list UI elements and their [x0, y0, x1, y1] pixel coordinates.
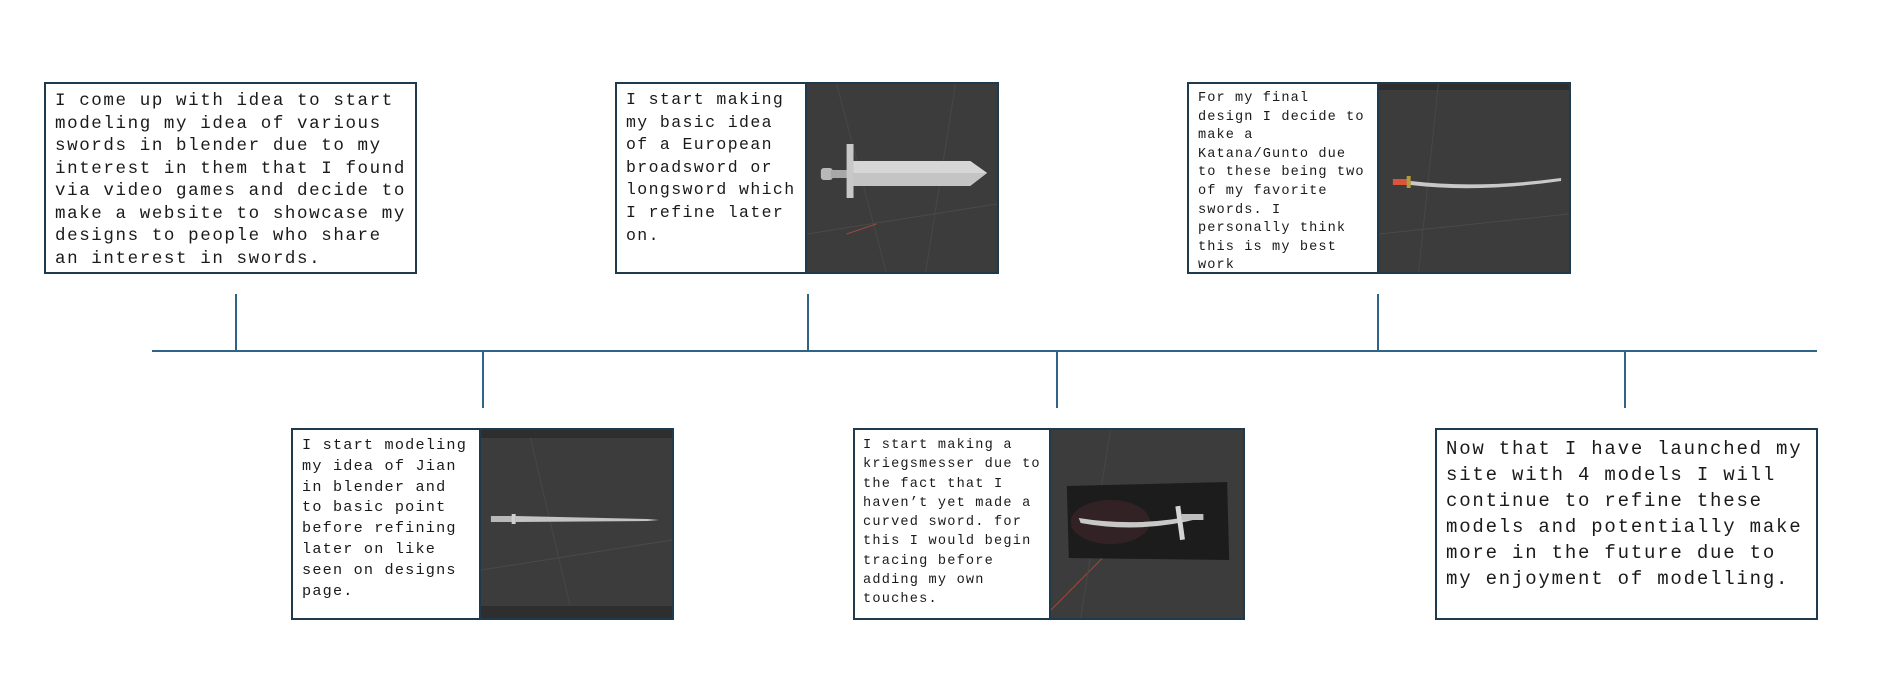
- timeline-event-broadsword: I start making my basic idea of a Europe…: [615, 82, 999, 274]
- kriegsmesser-render: [1049, 430, 1243, 618]
- katana-render: [1377, 84, 1569, 272]
- timeline-tick-5: [1377, 294, 1379, 351]
- timeline-event-idea: I come up with idea to start modeling my…: [44, 82, 417, 274]
- jian-render: [479, 430, 672, 618]
- event-text: I start making my basic idea of a Europe…: [626, 90, 796, 245]
- event-text: For my final design I decide to make a K…: [1198, 91, 1365, 272]
- timeline-event-jian: I start modeling my idea of Jian in blen…: [291, 428, 674, 620]
- timeline-tick-2: [482, 350, 484, 408]
- timeline-tick-6: [1624, 350, 1626, 408]
- event-text: I start modeling my idea of Jian in blen…: [302, 436, 468, 600]
- timeline-event-katana: For my final design I decide to make a K…: [1187, 82, 1571, 274]
- broadsword-render: [805, 84, 997, 272]
- timeline-event-kriegsmesser: I start making a kriegsmesser due to the…: [853, 428, 1245, 620]
- timeline-event-future: Now that I have launched my site with 4 …: [1435, 428, 1818, 620]
- timeline-tick-4: [1056, 350, 1058, 408]
- timeline-tick-1: [235, 294, 237, 351]
- timeline-axis: [152, 350, 1817, 352]
- event-text: I start making a kriegsmesser due to the…: [863, 438, 1041, 608]
- timeline-tick-3: [807, 294, 809, 351]
- event-text: I come up with idea to start modeling my…: [55, 91, 406, 269]
- event-text: Now that I have launched my site with 4 …: [1446, 438, 1803, 590]
